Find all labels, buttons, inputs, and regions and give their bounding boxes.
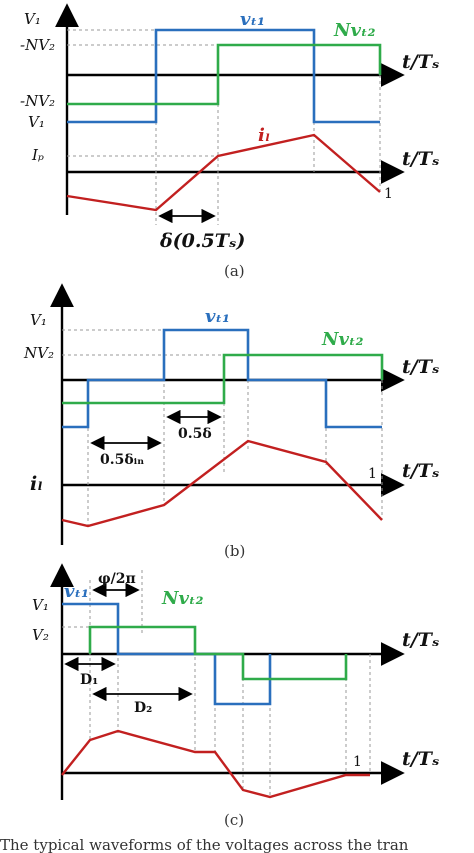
- panel-a-delta-label: δ(0.5Tₛ): [159, 230, 245, 252]
- panel-c: V₁ V₂ vₜ₁ Nvₜ₂ φ/2π D₁ D₂ t/Tₛ t/Tₛ 1 (c…: [32, 563, 439, 829]
- panel-a-v1-lower-label: V₁: [28, 113, 45, 131]
- panel-b: V₁ NV₂ vₜ₁ Nvₜ₂ t/Tₛ t/Tₛ iₗ 1 0.5δᵢₙ 0.…: [23, 283, 439, 560]
- panel-b-il-waveform: [61, 439, 383, 528]
- panel-a-v1-label: V₁: [24, 10, 41, 28]
- panel-a-neg-nv2-top-label: -NV₂: [20, 36, 55, 54]
- panel-c-nvt2-waveform: [88, 625, 348, 681]
- panel-c-caption: (c): [224, 811, 244, 829]
- panel-a-axis1-label: t/Tₛ: [402, 51, 439, 73]
- panel-b-one-label: 1: [368, 466, 377, 482]
- figure-footer-text: The typical waveforms of the voltages ac…: [0, 836, 409, 853]
- panel-b-vt1-label: vₜ₁: [205, 306, 230, 327]
- panel-b-half-delta-in-label: 0.5δᵢₙ: [100, 452, 144, 468]
- panel-c-v2-label: V₂: [32, 626, 49, 644]
- panel-b-caption: (b): [224, 542, 245, 560]
- panel-a: V₁ -NV₂ -NV₂ V₁ Iₚ vₜ₁ Nvₜ₂ iₗ t/Tₛ t/Tₛ…: [20, 3, 439, 280]
- panel-c-v1-label: V₁: [32, 596, 49, 614]
- panel-b-half-delta-label: 0.5δ: [178, 426, 212, 442]
- panel-a-ip-label: Iₚ: [31, 146, 44, 164]
- panel-a-caption: (a): [224, 262, 245, 280]
- panel-a-vt1-label: vₜ₁: [240, 9, 265, 30]
- panel-c-phi-label: φ/2π: [98, 571, 136, 587]
- panel-c-d1-label: D₁: [80, 672, 98, 688]
- panel-c-d2-label: D₂: [134, 700, 152, 716]
- panel-a-il-label: iₗ: [258, 125, 270, 146]
- panel-a-axis2-label: t/Tₛ: [402, 148, 439, 170]
- panel-b-axis1-label: t/Tₛ: [402, 356, 439, 378]
- panel-a-nvt2-waveform: [67, 43, 382, 106]
- panel-a-vt1-waveform: [67, 28, 380, 124]
- panel-a-nvt2-label: Nvₜ₂: [333, 20, 376, 41]
- panel-b-nvt2-label: Nvₜ₂: [321, 329, 364, 350]
- panel-b-axis2-label: t/Tₛ: [402, 460, 439, 482]
- panel-b-nvt2-waveform: [62, 353, 384, 405]
- panel-a-il-waveform: [66, 133, 381, 212]
- panel-c-axis1-label: t/Tₛ: [402, 629, 439, 651]
- panel-b-nv2-label: NV₂: [23, 344, 54, 362]
- panel-b-il-label: iₗ: [30, 473, 43, 495]
- panel-c-axis2-label: t/Tₛ: [402, 748, 439, 770]
- panel-b-v1-label: V₁: [30, 311, 47, 329]
- panel-a-neg-nv2-bottom-label: -NV₂: [20, 92, 55, 110]
- panel-c-one-label: 1: [353, 754, 362, 770]
- panel-c-nvt2-label: Nvₜ₂: [161, 588, 204, 609]
- panel-c-vt1-label: vₜ₁: [64, 581, 89, 602]
- panel-c-il-waveform: [61, 729, 370, 799]
- panel-a-one-label: 1: [384, 186, 393, 202]
